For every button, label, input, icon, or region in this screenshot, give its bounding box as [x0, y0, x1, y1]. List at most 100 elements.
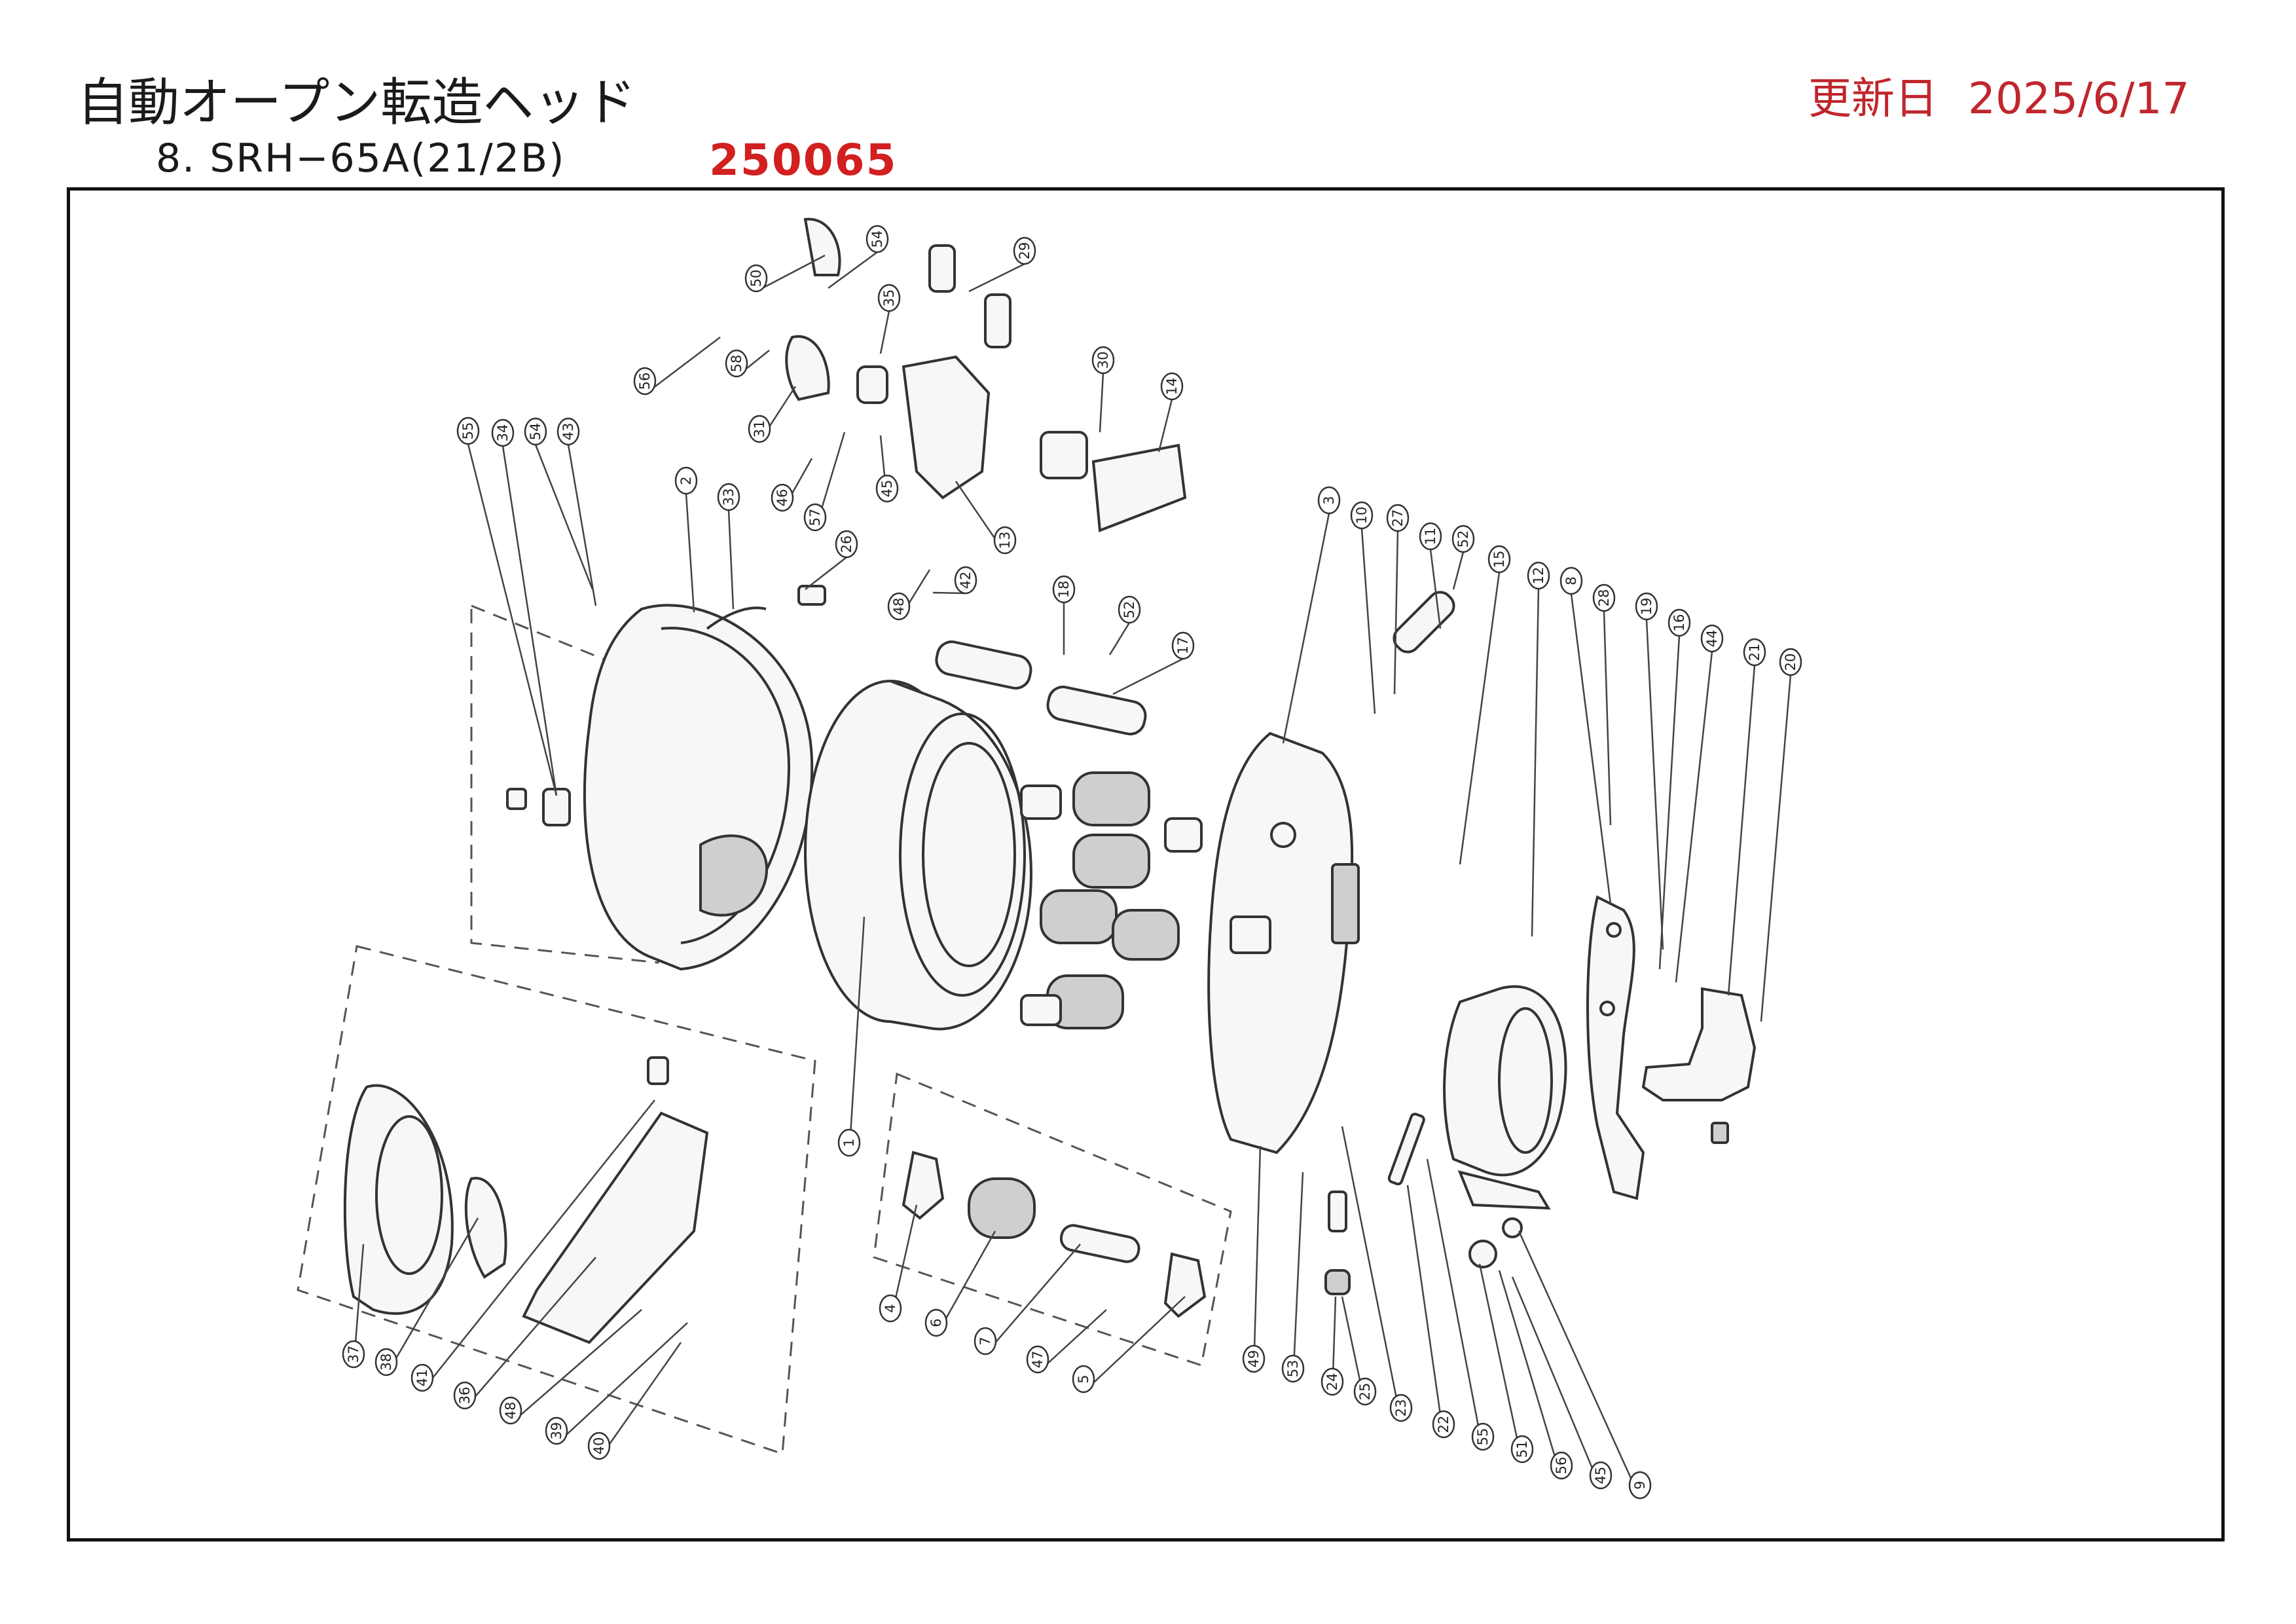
part-balloon-19: 19 [1635, 592, 1664, 950]
balloon-number: 26 [839, 536, 854, 553]
balloon-circle [879, 1294, 902, 1323]
balloon-number: 46 [774, 489, 790, 507]
balloon-number: 49 [1246, 1350, 1262, 1368]
part-balloon-21: 21 [1727, 638, 1766, 996]
locking-ring-part [1443, 985, 1567, 1177]
balloon-circle [1072, 1365, 1095, 1393]
balloon-circle [524, 417, 547, 446]
balloon-number: 11 [1423, 528, 1438, 545]
balloon-number: 19 [1639, 598, 1654, 616]
balloon-number: 4 [883, 1304, 898, 1312]
part-balloon-56: 56 [1498, 1270, 1573, 1480]
part-balloon-36: 36 [453, 1257, 596, 1410]
part-balloon-58: 58 [725, 349, 770, 378]
balloon-number: 52 [1121, 601, 1137, 619]
part-balloon-33: 33 [717, 483, 740, 610]
part-balloon-13: 13 [955, 481, 1017, 555]
balloon-circle [545, 1416, 568, 1445]
balloon-number: 29 [1017, 242, 1032, 260]
balloon-circle [1118, 595, 1141, 624]
leader-line [1393, 530, 1399, 695]
part-balloon-46: 46 [771, 458, 813, 512]
part-balloon-54: 54 [524, 417, 594, 590]
balloon-number: 2 [678, 476, 694, 485]
updated-label: 更新日 [1808, 73, 1938, 124]
leader-line [1531, 588, 1540, 937]
balloon-circle [499, 1396, 522, 1425]
balloon-circle [1281, 1354, 1305, 1383]
part-balloon-26: 26 [805, 530, 858, 590]
part-balloon-30: 30 [1091, 346, 1115, 433]
balloon-circle [491, 418, 515, 447]
balloon-number: 56 [1554, 1457, 1569, 1475]
part-balloon-2: 2 [674, 466, 698, 613]
balloon-circle [556, 417, 580, 446]
leader-line [1360, 528, 1376, 714]
model-subtitle: 8. SRH−65A(21/2B) [156, 136, 566, 181]
drawing-frame [67, 187, 2225, 1541]
balloon-circle [1743, 638, 1766, 667]
balloon-circle [456, 416, 480, 445]
part-balloon-29: 29 [968, 236, 1036, 293]
balloon-number: 35 [881, 289, 897, 307]
balloon-number: 9 [1632, 1481, 1648, 1489]
leader-line [501, 445, 558, 796]
lower-roller-assembly-part [902, 1151, 1207, 1318]
part-balloon-41: 41 [410, 1099, 655, 1392]
leader-line [1658, 635, 1681, 970]
cam-ring-part [804, 680, 1032, 1031]
balloon-number: 18 [1056, 581, 1072, 599]
balloon-circle [1026, 1345, 1049, 1374]
balloon-circle [1052, 575, 1076, 604]
leader-line [556, 1322, 688, 1445]
part-balloon-12: 12 [1527, 561, 1550, 937]
balloon-number: 55 [460, 422, 476, 440]
balloon-circle [1700, 624, 1724, 653]
leader-line [1426, 1158, 1484, 1450]
balloon-number: 17 [1175, 637, 1191, 655]
balloon-circle [1242, 1344, 1266, 1373]
balloon-circle [1550, 1451, 1573, 1480]
balloon-circle [587, 1431, 611, 1460]
part-balloon-50: 50 [744, 254, 826, 293]
balloon-circle [1386, 504, 1410, 532]
balloon-number: 48 [503, 1402, 519, 1420]
leader-line [1037, 1309, 1107, 1373]
balloon-circle [1487, 545, 1511, 574]
balloon-number: 50 [748, 270, 764, 287]
balloon-circle [993, 526, 1017, 555]
lower-right-fasteners-part [1324, 1113, 1551, 1295]
balloon-circle [1628, 1471, 1652, 1500]
balloon-number: 34 [495, 424, 511, 442]
part-balloon-43: 43 [556, 417, 597, 606]
balloon-number: 48 [891, 598, 907, 616]
balloon-circle [771, 483, 794, 512]
balloon-circle [674, 466, 698, 495]
balloon-number: 3 [1321, 496, 1337, 504]
leader-line [879, 310, 890, 354]
leader-line [385, 1217, 479, 1376]
part-balloon-53: 53 [1281, 1172, 1305, 1383]
balloon-circle [1350, 501, 1374, 530]
balloon-number: 23 [1393, 1399, 1409, 1417]
leader-line [727, 509, 735, 610]
part-balloon-7: 7 [974, 1244, 1081, 1356]
balloon-circle [974, 1327, 997, 1356]
leader-line [1518, 1230, 1641, 1499]
leader-line [1603, 610, 1612, 826]
balloon-number: 39 [549, 1422, 564, 1440]
group-boxes [297, 604, 1232, 1456]
balloon-number: 45 [1593, 1467, 1609, 1485]
part-balloon-18: 18 [1052, 575, 1076, 655]
balloon-circle [1471, 1422, 1495, 1451]
balloon-number: 58 [729, 355, 744, 373]
balloon-number: 52 [1455, 530, 1471, 548]
balloon-number: 7 [977, 1337, 993, 1345]
part-balloon-24: 24 [1321, 1296, 1344, 1396]
part-balloon-35: 35 [877, 284, 901, 354]
balloon-circle [1389, 1393, 1413, 1422]
leader-line [828, 251, 878, 289]
part-balloon-22: 22 [1406, 1185, 1455, 1439]
